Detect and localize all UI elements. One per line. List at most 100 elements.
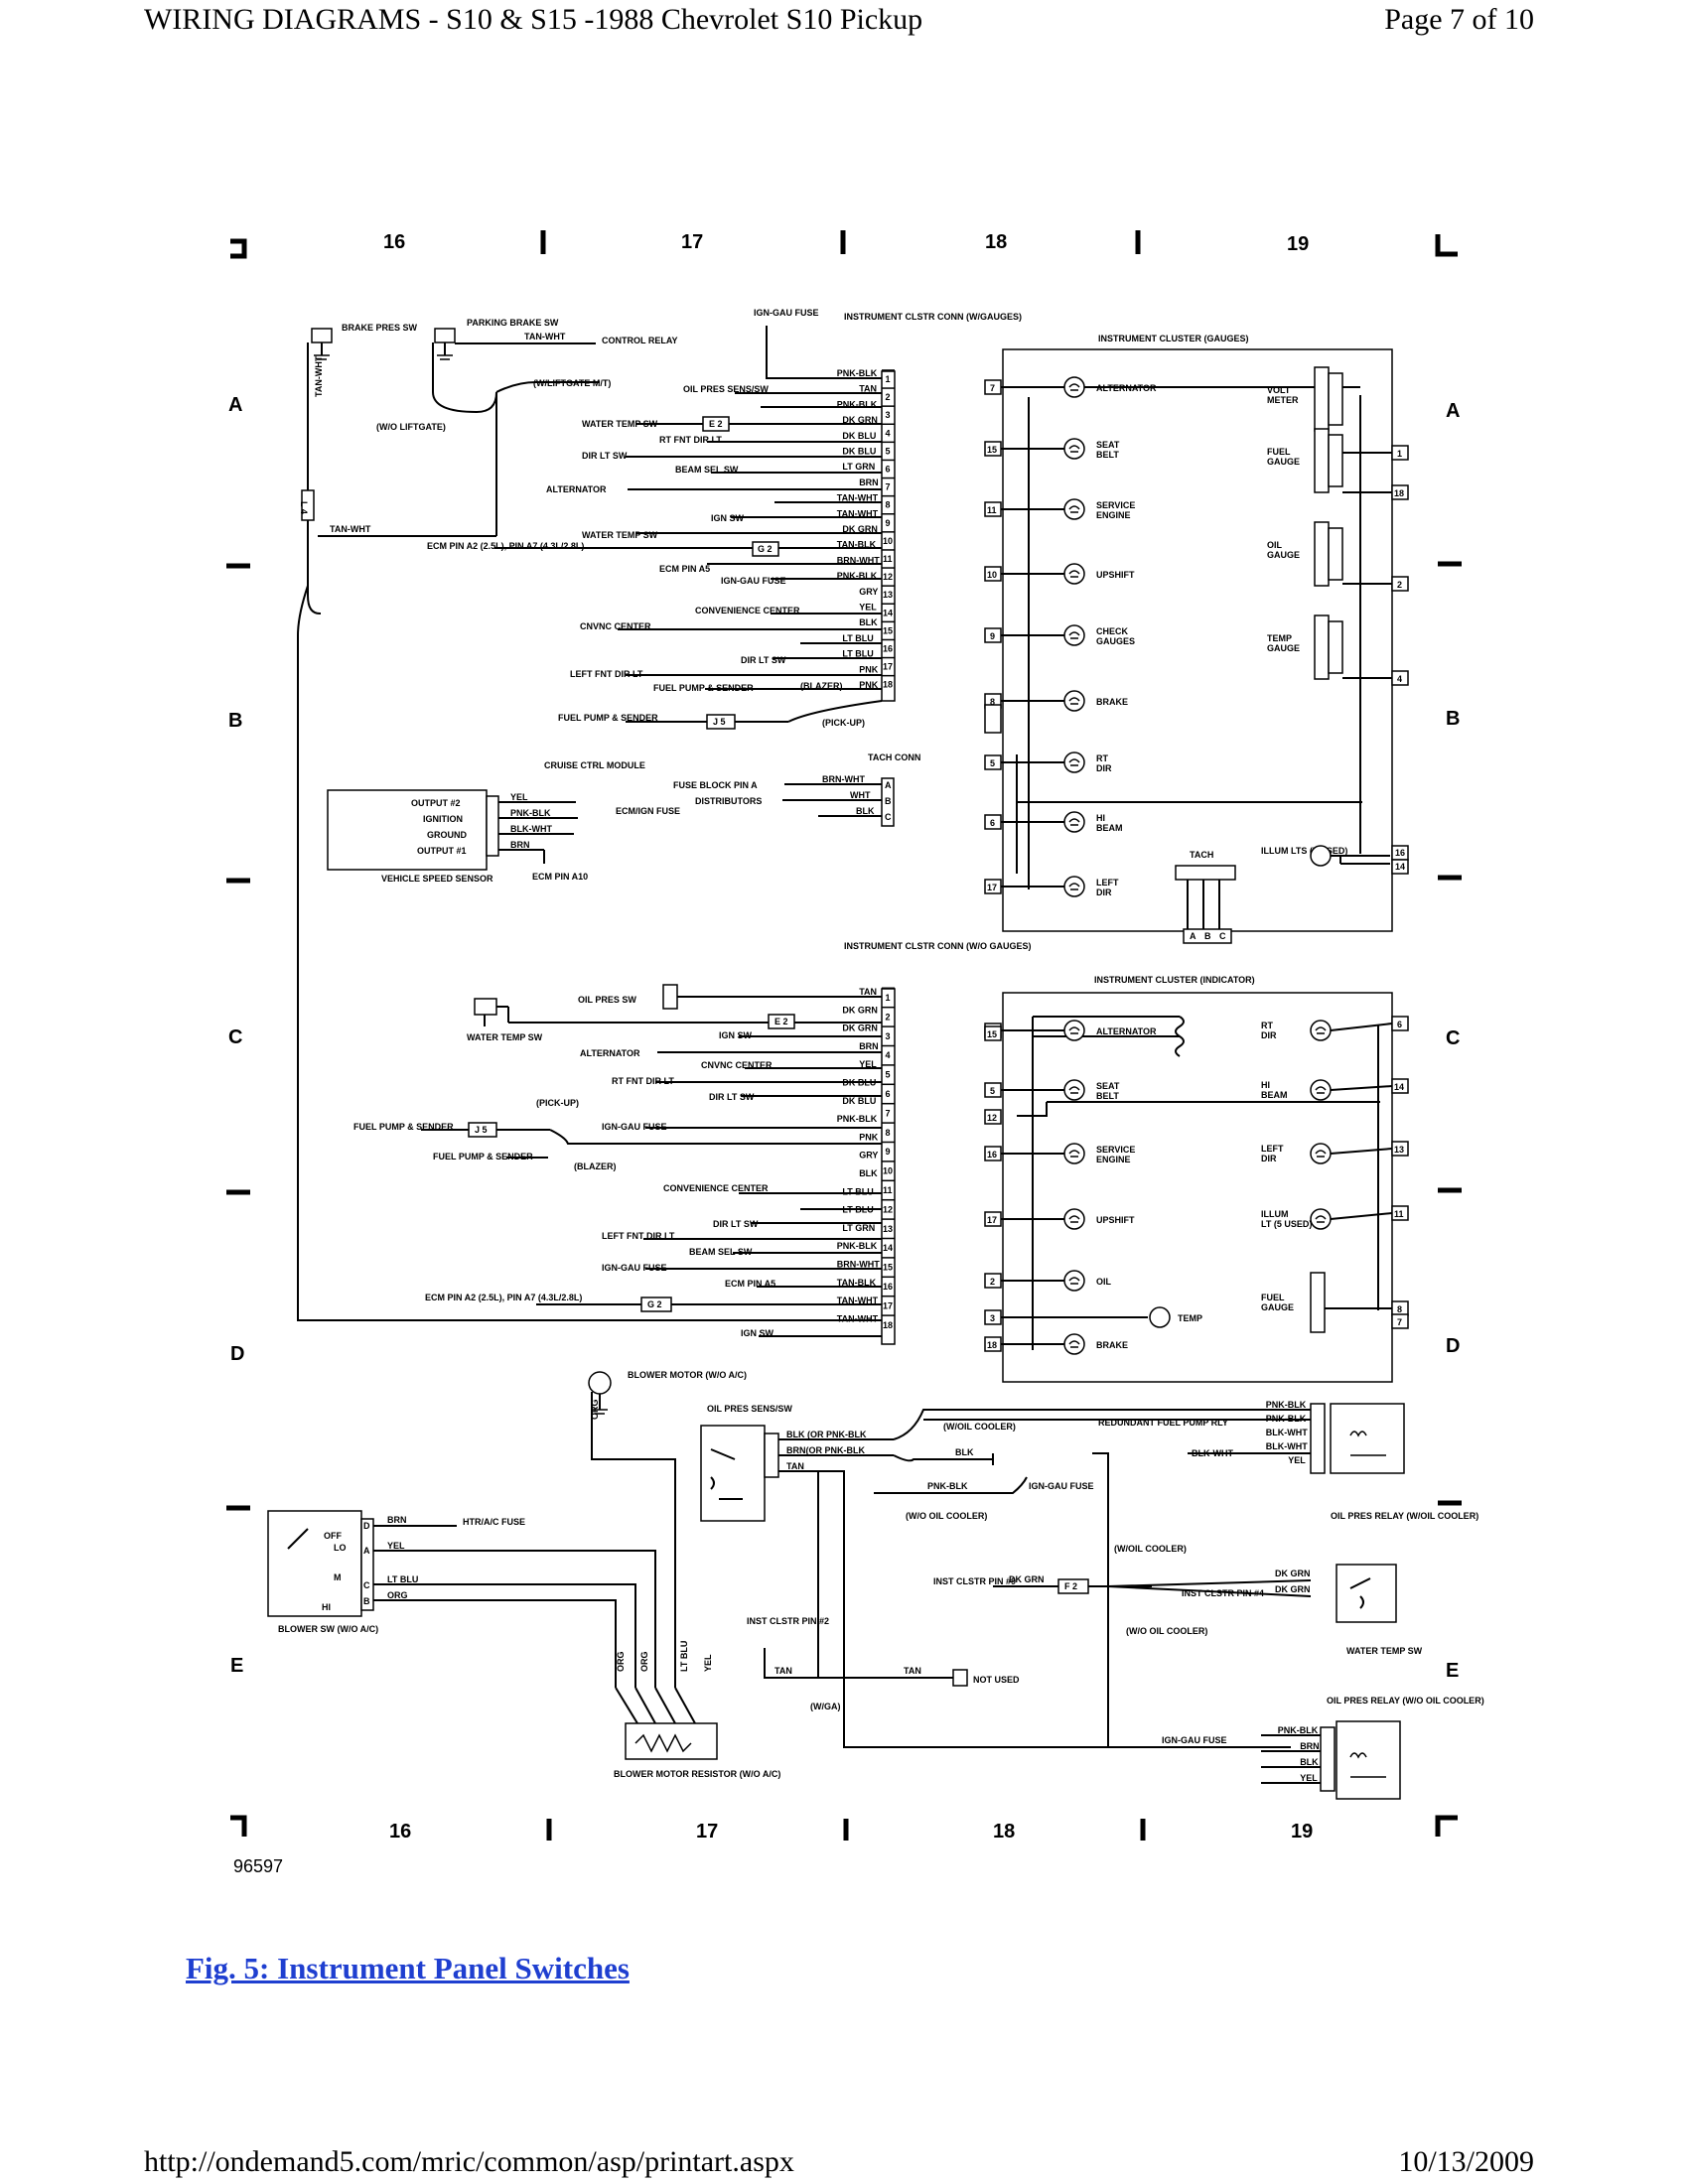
svg-text:16: 16 [1395, 848, 1405, 858]
svg-text:B: B [885, 796, 892, 806]
conn-w-gauges: INSTRUMENT CLSTR CONN (W/GAUGES) IGN-GAU… [546, 308, 1022, 730]
indicator-lamp-icon-filament [1068, 1215, 1080, 1223]
connector-pin: 11 [883, 554, 893, 564]
svg-text:INSTRUMENT CLUSTER (INDICATOR): INSTRUMENT CLUSTER (INDICATOR) [1094, 975, 1255, 985]
svg-text:OIL PRES SENS/SW: OIL PRES SENS/SW [683, 384, 769, 394]
svg-text:FUEL PUMP & SENDER: FUEL PUMP & SENDER [653, 683, 754, 693]
svg-text:A: A [1190, 931, 1196, 941]
wire-liftgate [495, 381, 600, 393]
connector-pin: 10 [883, 536, 893, 546]
grid-row-label: D [1446, 1335, 1460, 1357]
svg-text:WATER TEMP SW: WATER TEMP SW [582, 530, 658, 540]
wire-color-label: BRN-WHT [837, 555, 880, 565]
connector-pin: 16 [883, 1282, 893, 1292]
svg-text:BLOWER MOTOR RESISTOR (W/O A/C: BLOWER MOTOR RESISTOR (W/O A/C) [614, 1769, 780, 1779]
connector-pin: 12 [883, 1204, 893, 1214]
indicator-lamp-icon [1310, 1020, 1332, 1041]
indicator-lamp-icon-filament [1068, 1086, 1080, 1094]
indicator-lamp-icon [1063, 876, 1085, 897]
indicator-lamp-icon-filament [1068, 1026, 1080, 1034]
svg-text:LT BLU: LT BLU [679, 1641, 689, 1672]
grid-row-label: B [1446, 708, 1460, 730]
grid-row-label: E [1446, 1660, 1459, 1682]
relay-coil [1349, 1431, 1386, 1456]
svg-text:TAN: TAN [774, 1666, 792, 1676]
connector-pin: 10 [883, 1166, 893, 1176]
wire-color-label: LT GRN [842, 462, 875, 472]
cluster-pin-label: 4 [1397, 674, 1402, 684]
grid-col-label: 19 [1291, 1821, 1313, 1843]
cluster-pin-label: 17 [987, 1215, 997, 1225]
svg-text:PNK-BLK: PNK-BLK [927, 1481, 968, 1491]
svg-text:ALTERNATOR: ALTERNATOR [546, 484, 607, 494]
indicator-lamp-icon-filament [1068, 631, 1080, 639]
svg-text:LT BLU: LT BLU [387, 1574, 418, 1584]
indicator-lamp-icon [1063, 1333, 1085, 1355]
relay-connector [1320, 1726, 1336, 1792]
svg-text:DISTRIBUTORS: DISTRIBUTORS [695, 796, 762, 806]
grid-row-label: E [230, 1655, 243, 1677]
gauge-meter-coil [1328, 372, 1343, 426]
page-number: Page 7 of 10 [1384, 3, 1534, 36]
svg-text:OIL PRES SW: OIL PRES SW [578, 995, 636, 1005]
svg-text:BRAKE PRES SW: BRAKE PRES SW [342, 323, 418, 333]
svg-text:ALTERNATOR: ALTERNATOR [580, 1048, 640, 1058]
figure-caption-link[interactable]: Fig. 5: Instrument Panel Switches [186, 1951, 630, 1985]
svg-text:VEHICLE SPEED SENSOR: VEHICLE SPEED SENSOR [381, 874, 493, 884]
svg-text:IGN-GAU FUSE: IGN-GAU FUSE [721, 576, 786, 586]
wire-color-label: TAN-BLK [837, 540, 877, 550]
svg-text:ORG: ORG [590, 1399, 600, 1420]
indicator-lamp-icon [1063, 1143, 1085, 1164]
svg-text:YEL: YEL [510, 792, 528, 802]
connector-pin: 8 [886, 500, 891, 510]
svg-text:TACH: TACH [1190, 850, 1213, 860]
indicator-lamp-icon-filament [1068, 383, 1080, 391]
wire-tan-wht-left [307, 342, 321, 614]
svg-text:ECM PIN A2 (2.5L), PIN A7 (4.3: ECM PIN A2 (2.5L), PIN A7 (4.3L/2.8L) [425, 1293, 582, 1302]
svg-text:(PICK-UP): (PICK-UP) [536, 1098, 579, 1108]
lamp-label: ALTERNATOR [1096, 383, 1157, 393]
relay-coil [1349, 1752, 1386, 1778]
wire-color-label: BRN [859, 1041, 879, 1051]
grid-col-label: 18 [993, 1821, 1015, 1843]
svg-text:(W/O OIL COOLER): (W/O OIL COOLER) [906, 1511, 987, 1521]
wire-color-label: DK GRN [842, 1005, 878, 1015]
indicator-lamp-icon-filament [1315, 1026, 1327, 1034]
wire-color-label: BRN-WHT [837, 1260, 880, 1270]
svg-text:B: B [363, 1596, 370, 1606]
wire-color-label: LT BLU [842, 649, 873, 659]
wire-color-label: TAN-WHT [837, 1313, 879, 1323]
connector-pin: 18 [883, 680, 893, 690]
grid-col-label: 19 [1287, 233, 1309, 255]
cluster-pin-label: 5 [990, 1086, 995, 1096]
cluster-pin-label: 2 [990, 1277, 995, 1287]
svg-text:(BLAZER): (BLAZER) [800, 681, 843, 691]
wire-color-label: LT GRN [842, 1223, 875, 1233]
svg-text:IGN-GAU FUSE: IGN-GAU FUSE [602, 1122, 667, 1132]
header-title: WIRING DIAGRAMS - S10 & S15 -1988 Chevro… [144, 3, 923, 36]
svg-text:J 5: J 5 [475, 1125, 488, 1135]
connector-pin: 2 [886, 1012, 891, 1022]
wire-color-label: DK GRN [842, 415, 878, 425]
svg-text:TAN-WHT: TAN-WHT [330, 524, 371, 534]
connector-pin: 6 [886, 1089, 891, 1099]
svg-text:C: C [885, 812, 892, 822]
wire-color-label: YEL [859, 603, 877, 613]
svg-text:ECM PIN A5: ECM PIN A5 [659, 564, 710, 574]
wire-color-label: PNK-BLK [837, 1241, 878, 1251]
blower-resistor: ORG ORG LT BLU YEL BLOWER MOTOR RESISTOR… [614, 1641, 780, 1779]
cluster-pin-label: 2 [1397, 580, 1402, 590]
corner-mark [230, 238, 247, 259]
wire-color-label: TAN-WHT [837, 508, 879, 518]
svg-text:ORG: ORG [387, 1590, 408, 1600]
connector-pin: 7 [886, 1108, 891, 1118]
svg-text:BLK-WHT: BLK-WHT [510, 824, 552, 834]
svg-text:ILLUM LTS (7 USED): ILLUM LTS (7 USED) [1261, 846, 1347, 856]
lamp-label: UPSHIFT [1096, 1215, 1135, 1225]
svg-text:M: M [334, 1572, 342, 1582]
